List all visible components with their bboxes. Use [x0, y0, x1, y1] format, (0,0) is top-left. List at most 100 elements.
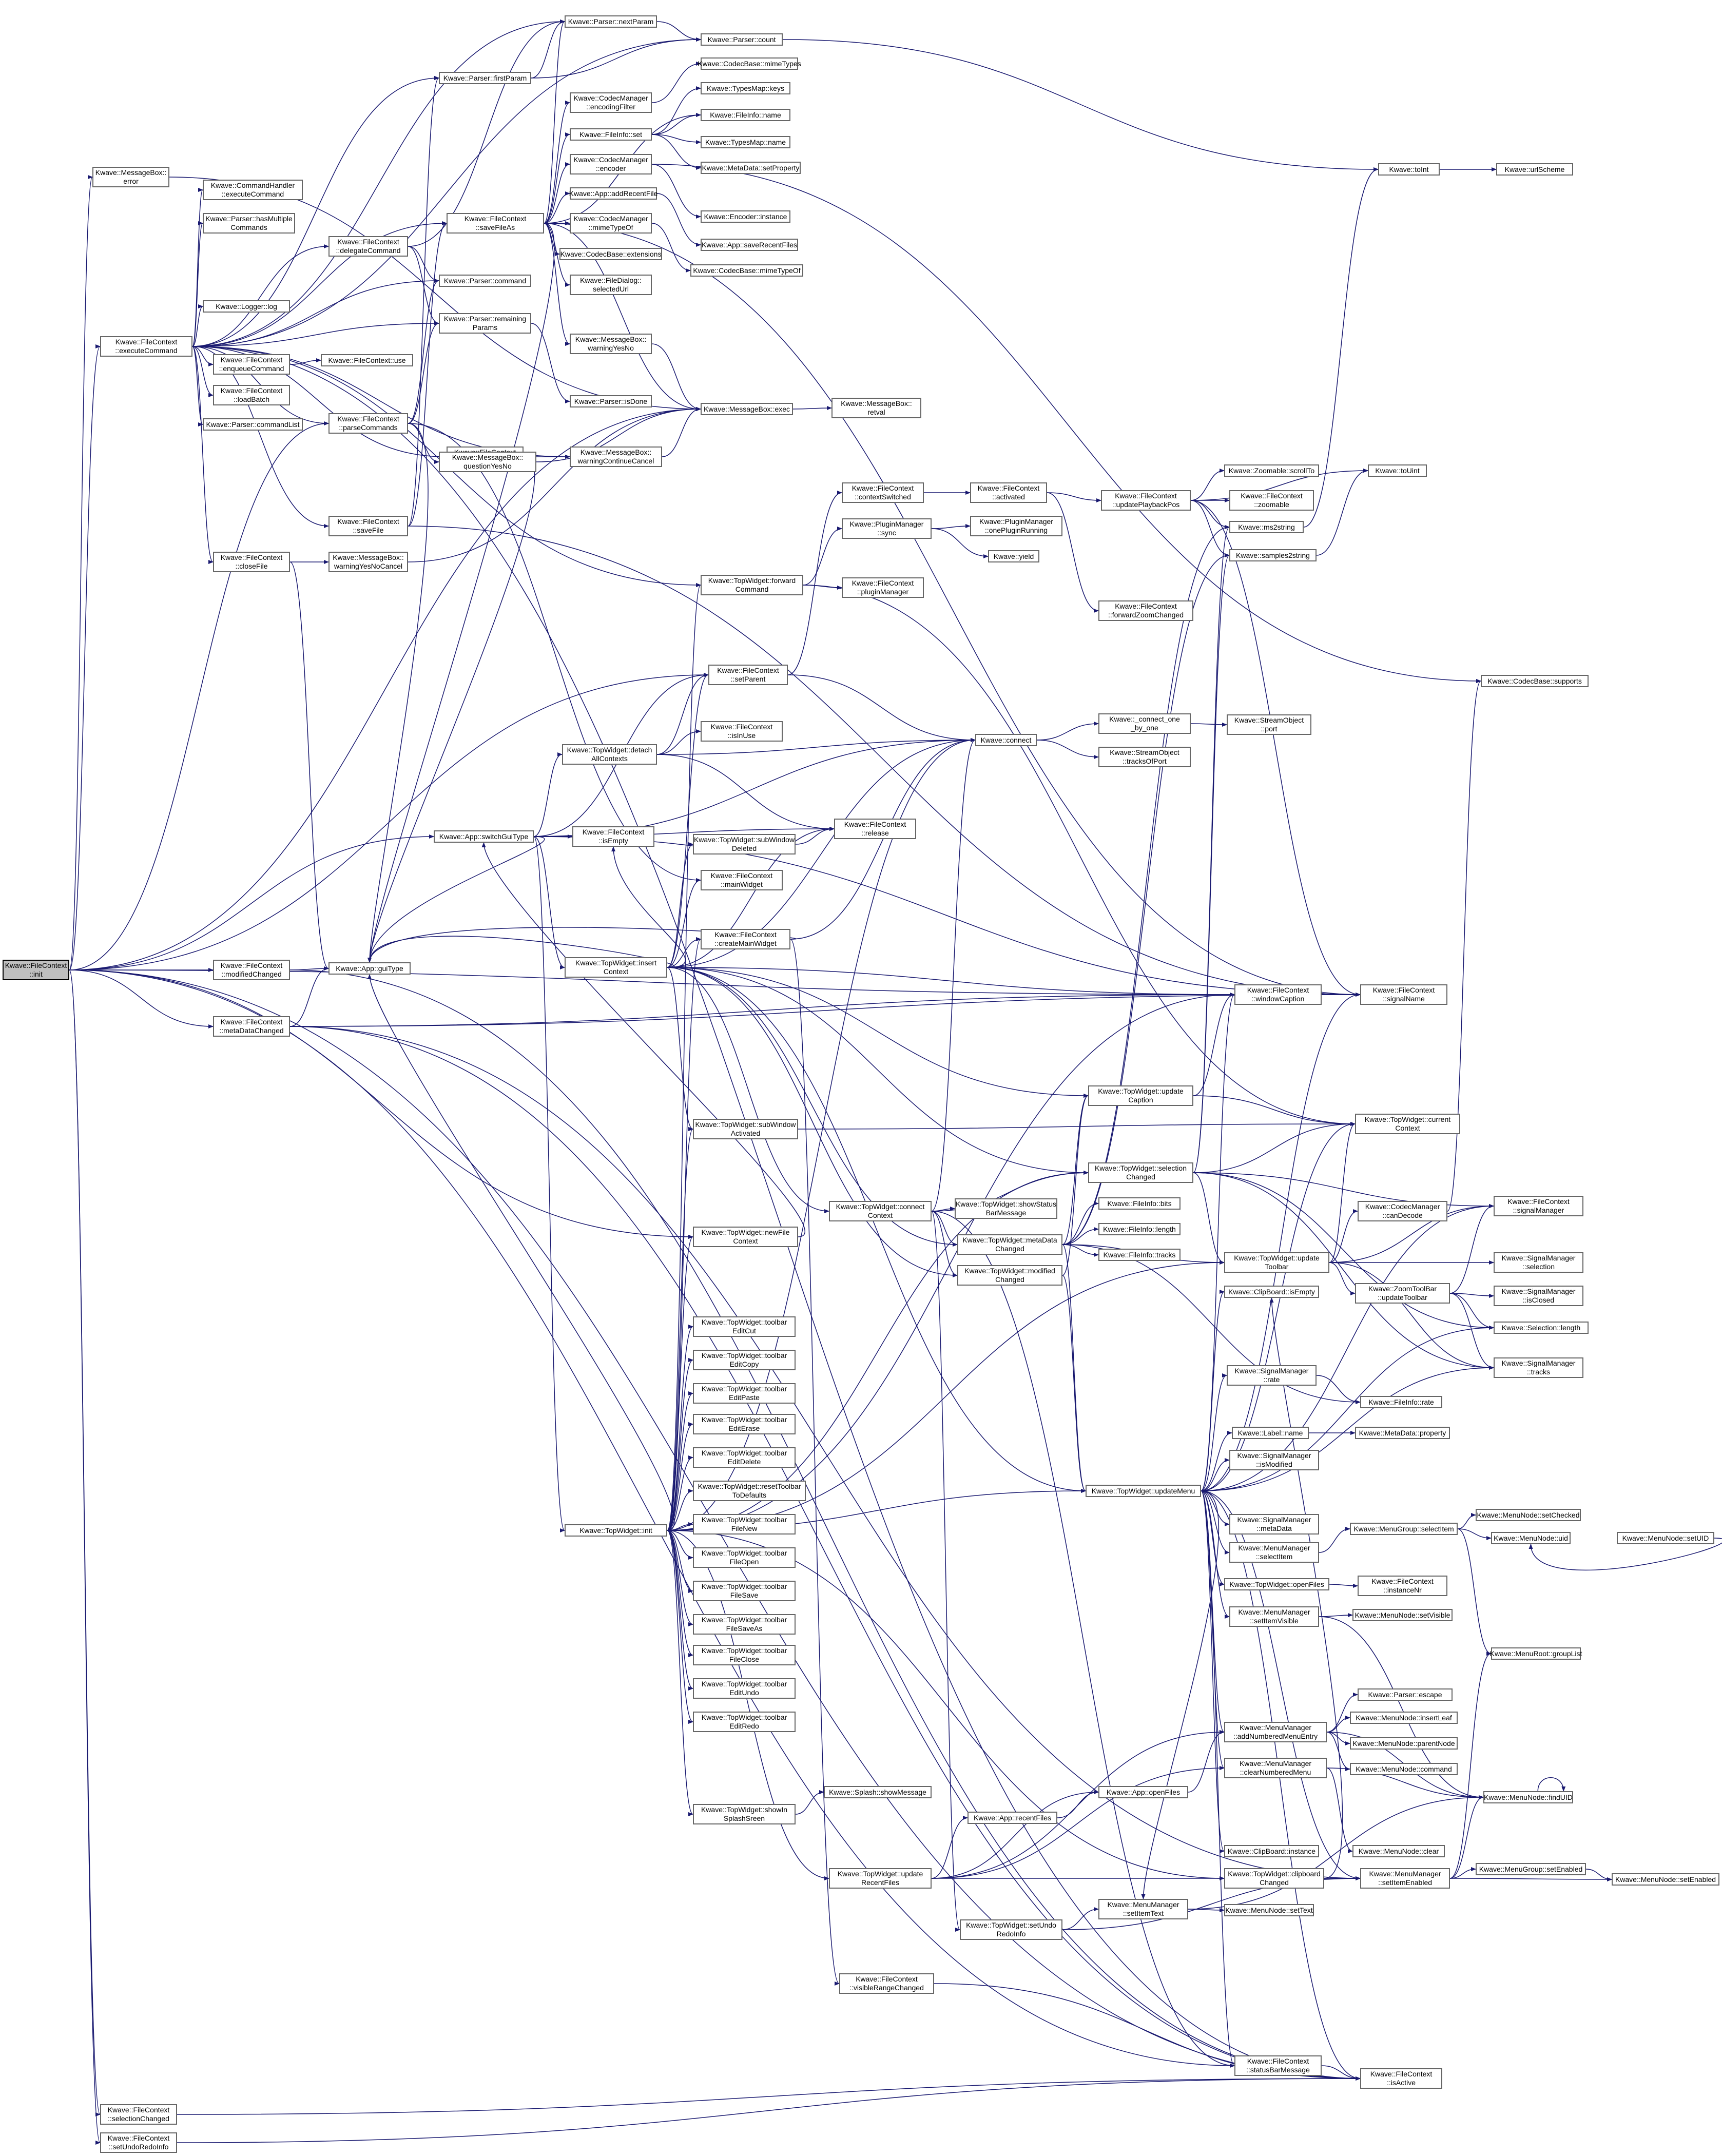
node-kwave-app-openfiles[interactable]: Kwave::App::openFiles — [1098, 1786, 1188, 1798]
node-kwave-filecontext-init[interactable]: Kwave::FileContext ::init — [3, 960, 69, 980]
node-kwave-filecontext-activated[interactable]: Kwave::FileContext ::activated — [970, 482, 1047, 503]
node-kwave-filecontext-release[interactable]: Kwave::FileContext ::release — [834, 819, 916, 839]
node-kwave-messagebox-exec[interactable]: Kwave::MessageBox::exec — [701, 403, 793, 415]
node-kwave-messagebox-warningcontinuecancel[interactable]: Kwave::MessageBox:: warningContinueCance… — [570, 446, 662, 467]
node-kwave-parser-remaining-params[interactable]: Kwave::Parser::remaining Params — [439, 313, 531, 334]
node-kwave-signalmanager-metadata[interactable]: Kwave::SignalManager ::metaData — [1229, 1514, 1319, 1535]
node-kwave-menunode-insertleaf[interactable]: Kwave::MenuNode::insertLeaf — [1350, 1712, 1458, 1724]
node-kwave-menumanager-setitemvisible[interactable]: Kwave::MenuManager ::setItemVisible — [1229, 1606, 1319, 1627]
node-kwave-filecontext-statusbarmessage[interactable]: Kwave::FileContext ::statusBarMessage — [1234, 2055, 1322, 2076]
node-kwave-topwidget-showstatus-barmessage[interactable]: Kwave::TopWidget::showStatus BarMessage — [955, 1198, 1057, 1219]
node-kwave-topwidget-openfiles[interactable]: Kwave::TopWidget::openFiles — [1224, 1578, 1329, 1590]
node-kwave-filecontext-mainwidget[interactable]: Kwave::FileContext ::mainWidget — [701, 870, 783, 890]
node-kwave-fileinfo-name[interactable]: Kwave::FileInfo::name — [701, 109, 790, 121]
node-kwave-topwidget-toolbar-editerase[interactable]: Kwave::TopWidget::toolbar EditErase — [693, 1414, 796, 1434]
node-kwave-zoomtoolbar-updatetoolbar[interactable]: Kwave::ZoomToolBar ::updateToolbar — [1355, 1283, 1450, 1304]
node-kwave-filedialog-selectedurl[interactable]: Kwave::FileDialog:: selectedUrl — [570, 275, 652, 295]
node-kwave-topwidget-subwindow-deleted[interactable]: Kwave::TopWidget::subWindow Deleted — [693, 834, 796, 854]
node-kwave-connect-one-by-one[interactable]: Kwave::_connect_one _by_one — [1098, 713, 1191, 734]
node-kwave-topwidget-resettoolbar-todefaults[interactable]: Kwave::TopWidget::resetToolbar ToDefault… — [693, 1481, 806, 1501]
node-kwave-topwidget-update-recentfiles[interactable]: Kwave::TopWidget::update RecentFiles — [829, 1868, 932, 1889]
node-kwave-touint[interactable]: Kwave::toUint — [1368, 464, 1427, 477]
node-kwave-menunode-command[interactable]: Kwave::MenuNode::command — [1350, 1763, 1458, 1775]
node-kwave-filecontext-parsecommands[interactable]: Kwave::FileContext ::parseCommands — [328, 413, 408, 434]
node-kwave-filecontext-isinuse[interactable]: Kwave::FileContext ::isInUse — [701, 721, 783, 742]
node-kwave-fileinfo-tracks[interactable]: Kwave::FileInfo::tracks — [1098, 1249, 1181, 1261]
node-kwave-menugroup-selectitem[interactable]: Kwave::MenuGroup::selectItem — [1350, 1523, 1458, 1535]
node-kwave-topwidget-detach-allcontexts[interactable]: Kwave::TopWidget::detach AllContexts — [562, 744, 657, 765]
node-kwave-parser-commandlist[interactable]: Kwave::Parser::commandList — [203, 418, 303, 431]
node-kwave-commandhandler-executecommand[interactable]: Kwave::CommandHandler ::executeCommand — [203, 180, 303, 200]
node-kwave-filecontext-savefileas[interactable]: Kwave::FileContext ::saveFileAs — [447, 213, 544, 234]
node-kwave-filecontext-closefile[interactable]: Kwave::FileContext ::closeFile — [213, 552, 290, 572]
node-kwave-app-addrecentfile[interactable]: Kwave::App::addRecentFile — [569, 187, 657, 200]
node-kwave-messagebox-warningyesnocancel[interactable]: Kwave::MessageBox:: warningYesNoCancel — [328, 552, 408, 572]
node-kwave-filecontext-use[interactable]: Kwave::FileContext::use — [321, 354, 413, 366]
node-kwave-app-saverecentfiles[interactable]: Kwave::App::saveRecentFiles — [701, 239, 798, 251]
node-kwave-urlscheme[interactable]: Kwave::urlScheme — [1496, 163, 1573, 176]
node-kwave-clipboard-instance[interactable]: Kwave::ClipBoard::instance — [1224, 1845, 1319, 1857]
node-kwave-splash-showmessage[interactable]: Kwave::Splash::showMessage — [824, 1786, 932, 1798]
node-kwave-filecontext-pluginmanager[interactable]: Kwave::FileContext ::pluginManager — [842, 577, 924, 598]
node-kwave-topwidget-toolbar-filesaveas[interactable]: Kwave::TopWidget::toolbar FileSaveAs — [693, 1614, 796, 1635]
node-kwave-signalmanager-tracks[interactable]: Kwave::SignalManager ::tracks — [1494, 1357, 1583, 1378]
node-kwave-topwidget-update-caption[interactable]: Kwave::TopWidget::update Caption — [1088, 1085, 1193, 1106]
node-kwave-codecbase-mimetypeof[interactable]: Kwave::CodecBase::mimeTypeOf — [690, 264, 803, 277]
node-kwave-messagebox-questionyesno[interactable]: Kwave::MessageBox:: questionYesNo — [439, 452, 536, 472]
node-kwave-filecontext-zoomable[interactable]: Kwave::FileContext ::zoomable — [1229, 490, 1314, 511]
node-kwave-menunode-parentnode[interactable]: Kwave::MenuNode::parentNode — [1350, 1737, 1458, 1750]
node-kwave-topwidget-metadata-changed[interactable]: Kwave::TopWidget::metaData Changed — [957, 1234, 1062, 1255]
node-kwave-topwidget-modified-changed[interactable]: Kwave::TopWidget::modified Changed — [957, 1265, 1062, 1286]
node-kwave-menunode-setchecked[interactable]: Kwave::MenuNode::setChecked — [1476, 1509, 1581, 1521]
node-kwave-menumanager-selectitem[interactable]: Kwave::MenuManager ::selectItem — [1229, 1542, 1319, 1563]
node-kwave-messagebox-warningyesno[interactable]: Kwave::MessageBox:: warningYesNo — [570, 334, 652, 354]
node-kwave-topwidget-toolbar-editdelete[interactable]: Kwave::TopWidget::toolbar EditDelete — [693, 1447, 796, 1468]
node-kwave-topwidget-connect-context[interactable]: Kwave::TopWidget::connect Context — [829, 1201, 932, 1221]
node-kwave-menunode-setuid[interactable]: Kwave::MenuNode::setUID — [1617, 1532, 1714, 1544]
node-kwave-parser-isdone[interactable]: Kwave::Parser::isDone — [570, 395, 652, 407]
node-kwave-pluginmanager-sync[interactable]: Kwave::PluginManager ::sync — [842, 518, 932, 539]
node-kwave-zoomable-scrollto[interactable]: Kwave::Zoomable::scrollTo — [1224, 464, 1319, 477]
node-kwave-app-switchguitype[interactable]: Kwave::App::switchGuiType — [434, 830, 534, 843]
node-kwave-menumanager-clearnumberedmenu[interactable]: Kwave::MenuManager ::clearNumberedMenu — [1224, 1758, 1327, 1778]
node-kwave-menunode-settext[interactable]: Kwave::MenuNode::setText — [1224, 1904, 1314, 1916]
node-kwave-topwidget-current-context[interactable]: Kwave::TopWidget::current Context — [1355, 1114, 1460, 1134]
node-kwave-filecontext-savefile[interactable]: Kwave::FileContext ::saveFile — [328, 516, 408, 536]
node-kwave-filecontext-forwardzoomchanged[interactable]: Kwave::FileContext ::forwardZoomChanged — [1098, 600, 1193, 621]
node-kwave-filecontext-modifiedchanged[interactable]: Kwave::FileContext ::modifiedChanged — [213, 960, 290, 980]
node-kwave-pluginmanager-onepluginrunning[interactable]: Kwave::PluginManager ::onePluginRunning — [970, 516, 1062, 536]
node-kwave-connect[interactable]: Kwave::connect — [975, 734, 1037, 746]
node-kwave-menunode-finduid[interactable]: Kwave::MenuNode::findUID — [1483, 1791, 1573, 1803]
node-kwave-fileinfo-bits[interactable]: Kwave::FileInfo::bits — [1098, 1197, 1181, 1210]
node-kwave-signalmanager-isclosed[interactable]: Kwave::SignalManager ::isClosed — [1494, 1286, 1583, 1306]
node-kwave-topwidget-setundo-redoinfo[interactable]: Kwave::TopWidget::setUndo RedoInfo — [960, 1919, 1062, 1940]
node-kwave-messagebox-retval[interactable]: Kwave::MessageBox:: retval — [831, 398, 921, 418]
node-kwave-streamobject-port[interactable]: Kwave::StreamObject ::port — [1227, 714, 1311, 735]
node-kwave-menunode-uid[interactable]: Kwave::MenuNode::uid — [1491, 1532, 1571, 1544]
node-kwave-streamobject-tracksofport[interactable]: Kwave::StreamObject ::tracksOfPort — [1098, 747, 1191, 767]
node-kwave-filecontext-selectionchanged[interactable]: Kwave::FileContext ::selectionChanged — [100, 2104, 177, 2125]
node-kwave-topwidget-toolbar-editredo[interactable]: Kwave::TopWidget::toolbar EditRedo — [693, 1712, 796, 1732]
node-kwave-topwidget-insert-context[interactable]: Kwave::TopWidget::insert Context — [565, 957, 667, 978]
node-kwave-filecontext-executecommand[interactable]: Kwave::FileContext ::executeCommand — [100, 336, 192, 357]
node-kwave-menunode-setvisible[interactable]: Kwave::MenuNode::setVisible — [1352, 1609, 1453, 1621]
node-kwave-filecontext-updateplaybackpos[interactable]: Kwave::FileContext ::updatePlaybackPos — [1101, 490, 1191, 511]
node-kwave-metadata-property[interactable]: Kwave::MetaData::property — [1355, 1427, 1450, 1439]
node-kwave-signalmanager-rate[interactable]: Kwave::SignalManager ::rate — [1227, 1365, 1317, 1386]
node-kwave-yield[interactable]: Kwave::yield — [988, 550, 1039, 562]
node-kwave-encoder-instance[interactable]: Kwave::Encoder::instance — [701, 210, 790, 223]
node-kwave-codecbase-extensions[interactable]: Kwave::CodecBase::extensions — [559, 248, 662, 260]
node-kwave-topwidget-toolbar-editundo[interactable]: Kwave::TopWidget::toolbar EditUndo — [693, 1678, 796, 1699]
node-kwave-topwidget-toolbar-editpaste[interactable]: Kwave::TopWidget::toolbar EditPaste — [693, 1383, 796, 1404]
node-kwave-ms2string[interactable]: Kwave::ms2string — [1229, 521, 1304, 533]
node-kwave-topwidget-update-toolbar[interactable]: Kwave::TopWidget::update Toolbar — [1224, 1252, 1329, 1273]
node-kwave-parser-escape[interactable]: Kwave::Parser::escape — [1358, 1688, 1453, 1701]
node-kwave-topwidget-init[interactable]: Kwave::TopWidget::init — [565, 1524, 667, 1537]
node-kwave-menugroup-setenabled[interactable]: Kwave::MenuGroup::setEnabled — [1476, 1863, 1586, 1875]
node-kwave-selection-length[interactable]: Kwave::Selection::length — [1494, 1322, 1589, 1334]
node-kwave-messagebox-error[interactable]: Kwave::MessageBox:: error — [92, 167, 169, 187]
node-kwave-parser-nextparam[interactable]: Kwave::Parser::nextParam — [565, 15, 657, 28]
node-kwave-filecontext-signalname[interactable]: Kwave::FileContext ::signalName — [1360, 984, 1447, 1005]
node-kwave-filecontext-isactive[interactable]: Kwave::FileContext ::isActive — [1360, 2068, 1442, 2089]
node-kwave-logger-log[interactable]: Kwave::Logger::log — [203, 300, 290, 313]
